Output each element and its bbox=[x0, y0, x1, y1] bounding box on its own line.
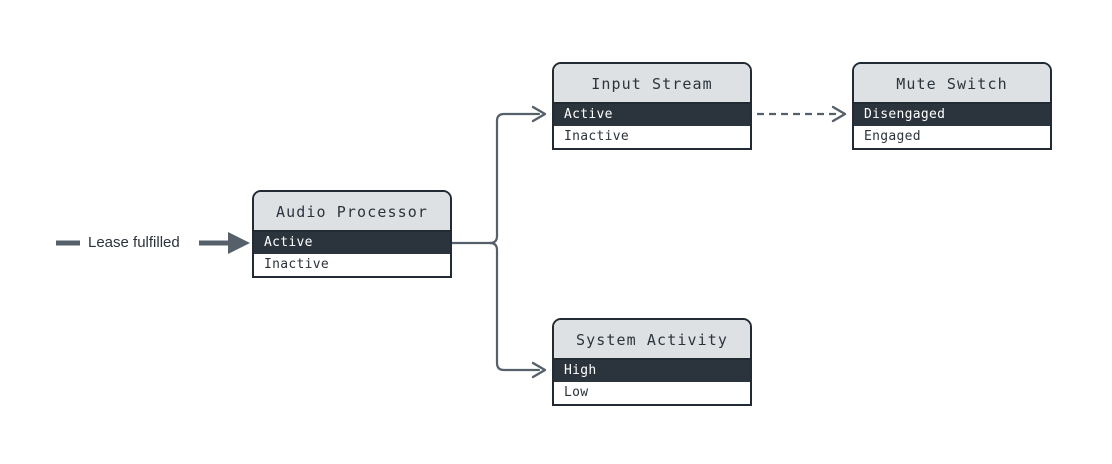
node-audio-processor-row-inactive[interactable]: Inactive bbox=[254, 254, 450, 276]
edge-audio-processor-to-input-stream bbox=[488, 112, 541, 245]
node-mute-switch-title: Mute Switch bbox=[854, 64, 1050, 104]
node-audio-processor[interactable]: Audio Processor Active Inactive bbox=[252, 190, 452, 278]
node-mute-switch-row-engaged[interactable]: Engaged bbox=[854, 126, 1050, 148]
edge-input-stream-arrowhead-icon bbox=[531, 105, 547, 123]
node-input-stream[interactable]: Input Stream Active Inactive bbox=[552, 62, 752, 150]
node-audio-processor-row-active[interactable]: Active bbox=[254, 232, 450, 254]
node-input-stream-row-active[interactable]: Active bbox=[554, 104, 750, 126]
entry-label: Lease fulfilled bbox=[88, 234, 180, 251]
node-mute-switch-row-disengaged[interactable]: Disengaged bbox=[854, 104, 1050, 126]
node-system-activity-row-low[interactable]: Low bbox=[554, 382, 750, 404]
node-audio-processor-title: Audio Processor bbox=[254, 192, 450, 232]
node-system-activity-title: System Activity bbox=[554, 320, 750, 360]
edge-system-activity-arrowhead-icon bbox=[531, 361, 547, 379]
edge-audio-processor-to-system-activity bbox=[488, 241, 541, 372]
node-system-activity-row-high[interactable]: High bbox=[554, 360, 750, 382]
edge-mute-switch-arrowhead-icon bbox=[831, 105, 847, 123]
node-input-stream-row-inactive[interactable]: Inactive bbox=[554, 126, 750, 148]
node-mute-switch[interactable]: Mute Switch Disengaged Engaged bbox=[852, 62, 1052, 150]
node-input-stream-title: Input Stream bbox=[554, 64, 750, 104]
entry-arrowhead-icon bbox=[228, 232, 250, 254]
node-system-activity[interactable]: System Activity High Low bbox=[552, 318, 752, 406]
